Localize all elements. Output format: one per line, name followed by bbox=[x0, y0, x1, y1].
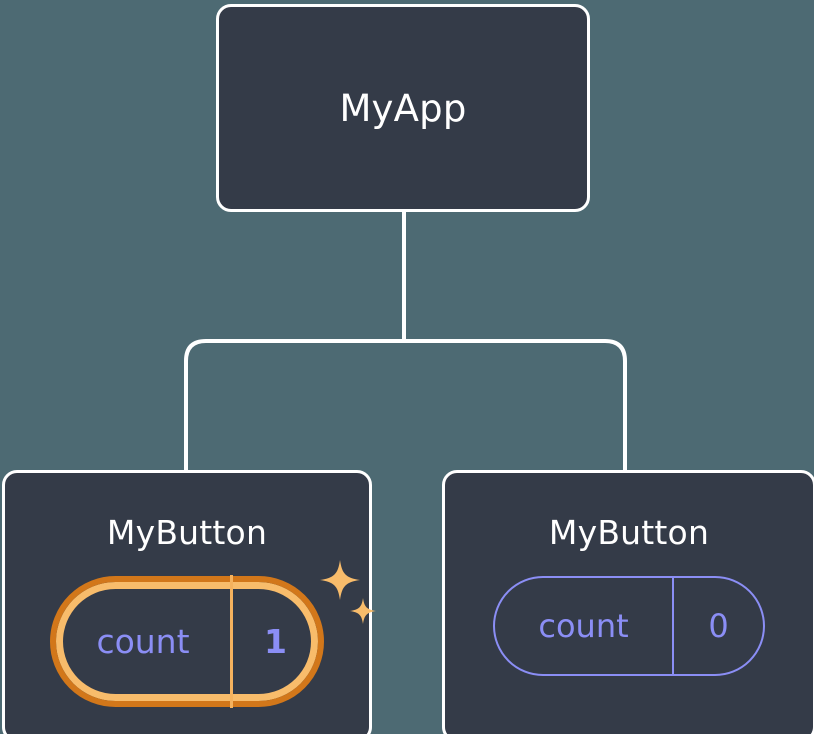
state-key-label: count bbox=[538, 607, 629, 645]
state-value-label: 1 bbox=[264, 622, 287, 661]
state-pill-plain[interactable]: count 0 bbox=[493, 576, 765, 676]
state-pill-wrap-right: count 0 bbox=[493, 576, 765, 676]
node-mybutton-left-label: MyButton bbox=[106, 513, 268, 552]
node-myapp-label: MyApp bbox=[339, 86, 467, 130]
node-mybutton-right-label: MyButton bbox=[548, 513, 710, 552]
node-mybutton-left[interactable]: MyButton count 1 bbox=[2, 470, 376, 734]
state-key-label: count bbox=[96, 622, 190, 661]
sparkle-group bbox=[320, 560, 376, 624]
node-myapp[interactable]: MyApp bbox=[216, 4, 590, 212]
node-mybutton-right[interactable]: MyButton count 0 bbox=[442, 470, 814, 734]
state-value-label: 0 bbox=[708, 607, 729, 645]
sparkle-small-icon bbox=[350, 598, 376, 624]
connector-branch-left bbox=[184, 339, 404, 470]
connector-branch-right bbox=[404, 339, 627, 470]
state-pill-divider bbox=[672, 576, 674, 676]
state-pill-highlighted[interactable]: count 1 bbox=[50, 575, 324, 708]
state-pill-wrap-left: count 1 bbox=[50, 560, 376, 708]
sparkle-large-icon bbox=[320, 560, 360, 600]
state-pill-divider bbox=[230, 575, 233, 708]
